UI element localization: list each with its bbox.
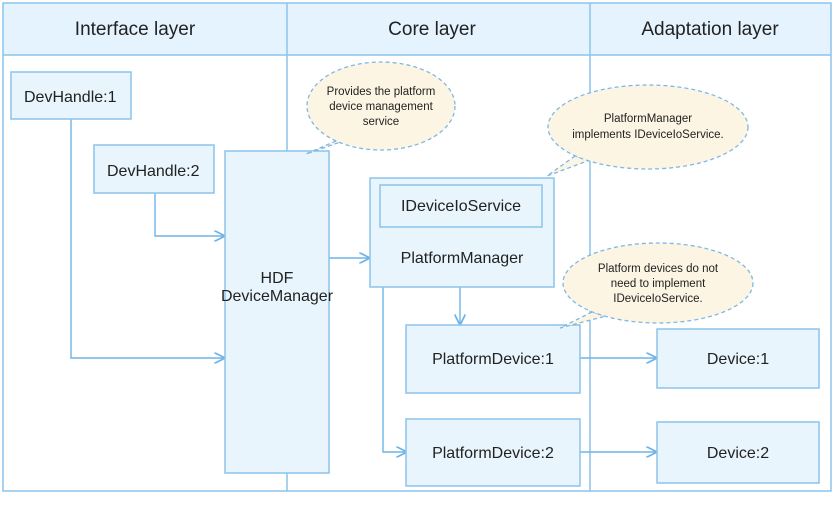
ideviceioservice-label: IDeviceIoService (401, 198, 521, 215)
callout-implements-line-2: implements IDeviceIoService. (572, 129, 723, 141)
callout-provides-service: Provides the platform device management … (305, 61, 456, 155)
devhandle-2-label: DevHandle:2 (107, 163, 200, 180)
outer-border (2, 2, 832, 492)
platformdevice-2-label: PlatformDevice:2 (432, 445, 554, 462)
lane-title-core: Core layer (388, 19, 476, 40)
connectors (70, 119, 656, 452)
callout-provides-line-1: Provides the platform (327, 86, 436, 98)
callout-no-need-line-3: IDeviceIoService. (613, 293, 702, 305)
callout-implements: PlatformManager implements IDeviceIoServ… (546, 84, 749, 177)
devicemanager-label: DeviceManager (221, 288, 334, 305)
callout-no-need-line-1: Platform devices do not (598, 263, 719, 275)
platformmanager-label: PlatformManager (401, 250, 524, 267)
box-hdf-devicemanager: HDF DeviceManager (221, 150, 334, 474)
box-device-2: Device:2 (656, 421, 820, 484)
lane-title-adaptation: Adaptation layer (641, 19, 779, 40)
callout-no-need-line-2: need to implement (611, 278, 706, 290)
platformdevice-1-label: PlatformDevice:1 (432, 351, 554, 368)
box-devhandle-2: DevHandle:2 (93, 144, 215, 194)
devhandle-1-label: DevHandle:1 (24, 89, 117, 106)
box-platformdevice-2: PlatformDevice:2 (405, 418, 581, 487)
box-device-1: Device:1 (656, 328, 820, 389)
callout-provides-line-3: service (363, 116, 399, 128)
lane-title-interface: Interface layer (75, 19, 196, 40)
device-1-label: Device:1 (707, 351, 769, 368)
swimlane-frame (2, 2, 832, 492)
device-2-label: Device:2 (707, 445, 769, 462)
arrow-devhandle1-to-devicemanager (70, 119, 224, 358)
callout-provides-line-2: device management (329, 101, 433, 113)
box-devhandle-1: DevHandle:1 (10, 71, 132, 120)
box-platformdevice-1: PlatformDevice:1 (405, 324, 581, 394)
arrow-devhandle2-to-devicemanager (154, 193, 224, 236)
arrow-platformmanager-to-platformdevice2 (382, 287, 406, 452)
box-ideviceioservice: IDeviceIoService (379, 184, 543, 228)
header-band (3, 3, 831, 55)
callout-implements-line-1: PlatformManager (604, 113, 692, 125)
hdf-label: HDF (261, 270, 294, 287)
callout-no-need: Platform devices do not need to implemen… (559, 242, 754, 329)
